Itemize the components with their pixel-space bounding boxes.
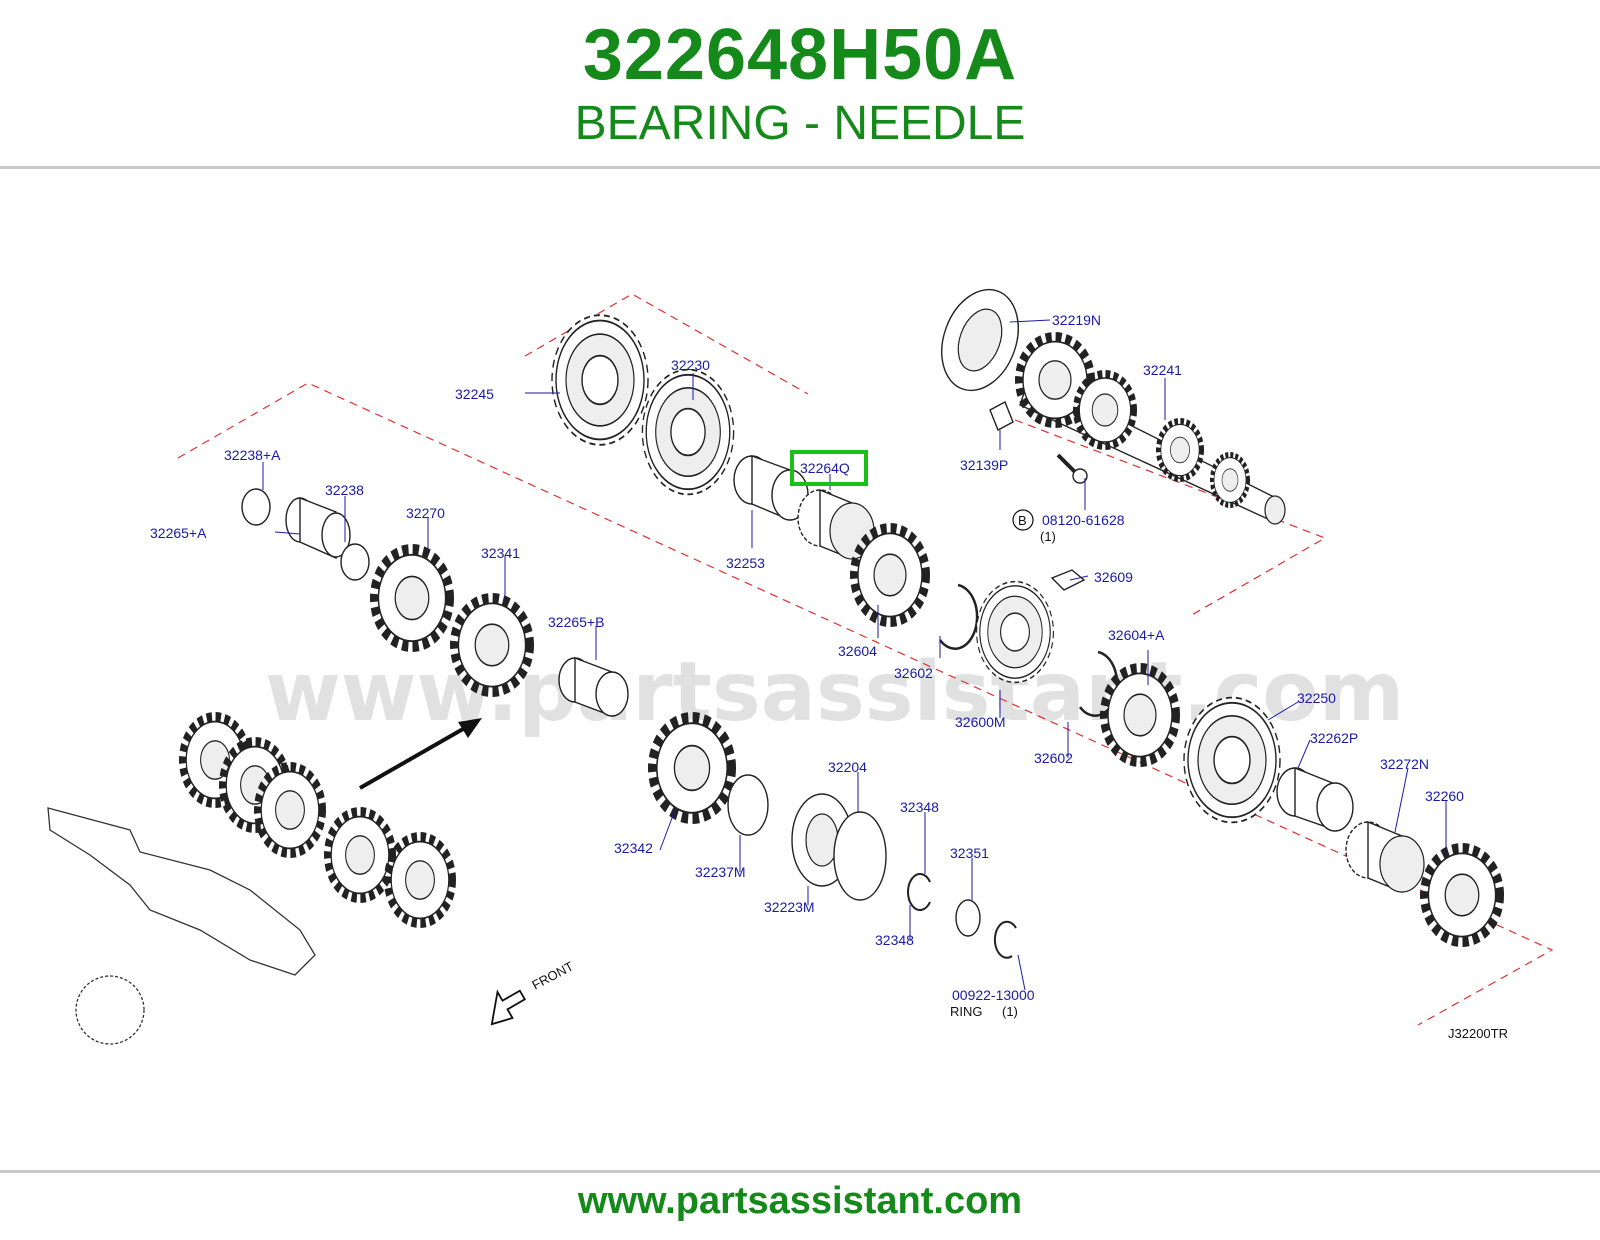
sleeve-32600M — [975, 580, 1055, 684]
label-32238A[interactable]: 32238+A — [224, 447, 281, 463]
label-32341[interactable]: 32341 — [481, 545, 520, 561]
label-32204[interactable]: 32204 — [828, 759, 867, 775]
ring-32238 — [340, 543, 370, 581]
label-32342[interactable]: 32342 — [614, 840, 653, 856]
label-32237M[interactable]: 32237M — [695, 864, 746, 880]
parts-diagram: www.partsassistant.com — [47, 288, 1554, 1045]
bush-32265B — [558, 656, 629, 718]
label-32272N[interactable]: 32272N — [1380, 756, 1429, 772]
label-32351[interactable]: 32351 — [950, 845, 989, 861]
insert-32609 — [1050, 569, 1086, 591]
snap-ring-32348 — [907, 873, 931, 911]
b-marker: B — [1018, 513, 1027, 528]
b-marker-circle — [1012, 509, 1034, 531]
footer-url[interactable]: www.partsassistant.com — [577, 1180, 1023, 1222]
header-divider — [0, 166, 1600, 169]
group-outline-upper — [524, 293, 809, 395]
gear-32250 — [1183, 696, 1281, 824]
ring-32238A — [241, 488, 271, 526]
label-32238[interactable]: 32238 — [325, 482, 364, 498]
ring-note: RING — [950, 1004, 983, 1019]
page-header: 322648H50A BEARING - NEEDLE — [0, 0, 1600, 168]
label-32262P[interactable]: 32262P — [1310, 730, 1358, 746]
part-description: BEARING - NEEDLE — [574, 97, 1026, 150]
front-indicator: FRONT — [490, 958, 576, 1026]
label-32264Q[interactable]: 32264Q — [800, 460, 850, 476]
highlight-box — [790, 450, 868, 486]
bush-32265A — [285, 496, 351, 560]
label-32139P[interactable]: 32139P — [960, 457, 1008, 473]
gear-32260 — [1424, 848, 1500, 942]
label-32265B[interactable]: 32265+B — [548, 614, 604, 630]
assembled-shaft — [183, 717, 453, 923]
group-outline-right-upper — [1014, 419, 1327, 617]
label-32260[interactable]: 32260 — [1425, 788, 1464, 804]
part-number: 322648H50A — [582, 15, 1018, 95]
label-32604A[interactable]: 32604+A — [1108, 627, 1165, 643]
bush-32262P — [1276, 766, 1354, 832]
label-32609[interactable]: 32609 — [1094, 569, 1133, 585]
label-32602-b[interactable]: 32602 — [1034, 750, 1073, 766]
shaft-outline — [47, 807, 316, 976]
diagram-code: J32200TR — [1448, 1026, 1508, 1041]
front-label: FRONT — [529, 958, 576, 992]
label-32253[interactable]: 32253 — [726, 555, 765, 571]
label-08120-61628[interactable]: 08120-61628 — [1042, 512, 1125, 528]
qty-08120: (1) — [1040, 529, 1056, 544]
gear-32270 — [374, 549, 450, 646]
label-32219N[interactable]: 32219N — [1052, 312, 1101, 328]
bearing-32219N — [941, 288, 1019, 392]
gear-32245 — [551, 314, 649, 446]
label-32348-b[interactable]: 32348 — [875, 932, 914, 948]
label-32230[interactable]: 32230 — [671, 357, 710, 373]
direction-arrow — [359, 718, 482, 790]
lock-plate-32139P — [989, 401, 1014, 431]
footer-divider — [0, 1170, 1600, 1173]
qty-ring: (1) — [1002, 1004, 1018, 1019]
bush-32253 — [733, 454, 809, 522]
snap-ring-32602-a — [938, 583, 979, 650]
label-32250[interactable]: 32250 — [1297, 690, 1336, 706]
gear-32230 — [641, 368, 735, 496]
plate-32204 — [833, 811, 887, 901]
label-32265A[interactable]: 32265+A — [150, 525, 207, 541]
group-outline-main — [177, 382, 1554, 1026]
washer-32351 — [955, 899, 981, 937]
ring-00922-13000 — [993, 920, 1017, 959]
label-32602-a[interactable]: 32602 — [894, 665, 933, 681]
label-00922-13000[interactable]: 00922-13000 — [952, 987, 1035, 1003]
ring-32237M — [727, 774, 769, 836]
label-32245[interactable]: 32245 — [455, 386, 494, 402]
bolt-08120-61628 — [1056, 453, 1088, 484]
label-32604[interactable]: 32604 — [838, 643, 877, 659]
shaft-32241 — [1019, 337, 1286, 525]
leader-lines — [262, 319, 1447, 991]
label-32270[interactable]: 32270 — [406, 505, 445, 521]
label-32348-a[interactable]: 32348 — [900, 799, 939, 815]
needle-bearing-32272N — [1345, 820, 1425, 894]
label-32223M[interactable]: 32223M — [764, 899, 815, 915]
gear-outline — [75, 975, 145, 1045]
hub-32604 — [854, 528, 926, 622]
label-32241[interactable]: 32241 — [1143, 362, 1182, 378]
label-32600M[interactable]: 32600M — [955, 714, 1006, 730]
